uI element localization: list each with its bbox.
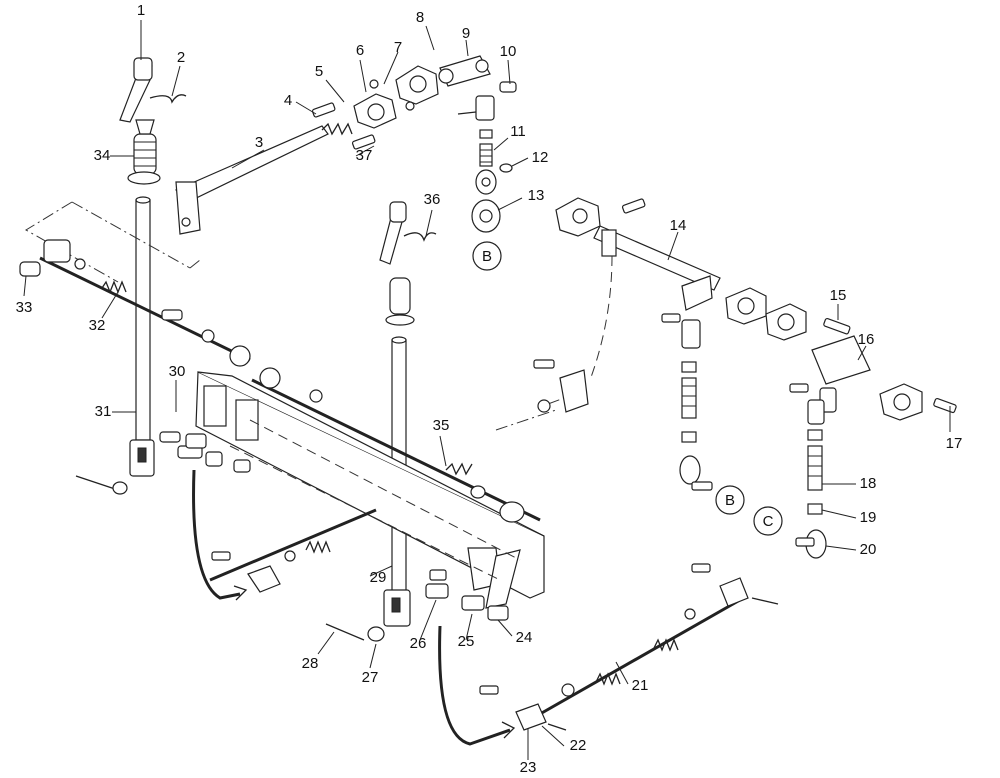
left-lever-assembly — [75, 57, 187, 495]
callout-23: 23 — [520, 759, 537, 776]
leader-lines — [23, 20, 951, 760]
callout-8: 8 — [416, 9, 424, 26]
callout-2: 2 — [177, 49, 185, 66]
callout-25: 25 — [458, 633, 475, 650]
callout-34: 34 — [94, 147, 111, 164]
callout-37: 37 — [356, 147, 373, 164]
callout-33: 33 — [16, 299, 33, 316]
reference-letter-b-0: B — [482, 248, 492, 265]
callout-35: 35 — [433, 417, 450, 434]
callout-5: 5 — [315, 63, 323, 80]
callout-29: 29 — [370, 569, 387, 586]
right-shaft-assembly — [555, 197, 957, 559]
callout-20: 20 — [860, 541, 877, 558]
callout-14: 14 — [670, 217, 687, 234]
reference-circle-b-top — [472, 241, 502, 271]
reference-circle-c — [753, 506, 783, 536]
callout-9: 9 — [462, 25, 470, 42]
callout-13: 13 — [528, 187, 545, 204]
callout-10: 10 — [500, 43, 517, 60]
callout-22: 22 — [570, 737, 587, 754]
callout-16: 16 — [858, 331, 875, 348]
callout-3: 3 — [255, 134, 263, 151]
callout-19: 19 — [860, 509, 877, 526]
reference-letters: B B C — [482, 248, 774, 530]
upper-shaft-assembly — [174, 55, 517, 235]
callout-15: 15 — [830, 287, 847, 304]
callout-7: 7 — [394, 39, 402, 56]
callout-1: 1 — [137, 2, 145, 19]
callout-4: 4 — [284, 92, 292, 109]
reference-letter-b-1: B — [725, 492, 735, 509]
callout-17: 17 — [946, 435, 963, 452]
cross-member — [195, 371, 545, 609]
callout-12: 12 — [532, 149, 549, 166]
callout-32: 32 — [89, 317, 106, 334]
callout-21: 21 — [632, 677, 649, 694]
reference-letter-c-2: C — [763, 513, 774, 530]
callout-6: 6 — [356, 42, 364, 59]
callout-11: 11 — [510, 123, 526, 140]
callout-28: 28 — [302, 655, 319, 672]
callout-27: 27 — [362, 669, 379, 686]
callout-36: 36 — [424, 191, 441, 208]
callout-18: 18 — [860, 475, 877, 492]
callout-24: 24 — [516, 629, 533, 646]
reference-circle-b-right — [715, 485, 745, 515]
callout-30: 30 — [169, 363, 186, 380]
callout-26: 26 — [410, 635, 427, 652]
callout-31: 31 — [95, 403, 112, 420]
